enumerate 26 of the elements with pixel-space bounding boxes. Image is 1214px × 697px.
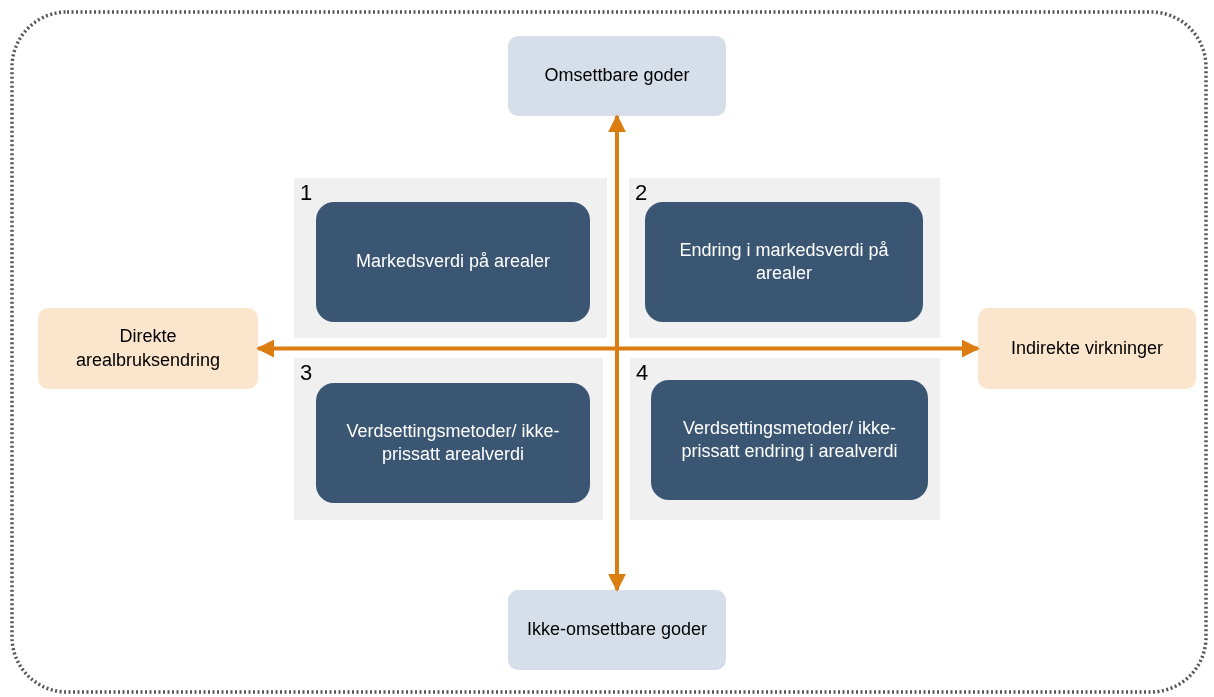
box-label: Endring i markedsverdi på arealer <box>678 238 890 285</box>
box-label: Ikke-omsettbare goder <box>526 618 708 642</box>
quadrant-number: 2 <box>635 180 648 206</box>
quadrant-box <box>316 202 590 322</box>
quadrant-number: 1 <box>300 180 313 206</box>
box-label: Direkte arealbruksendring <box>74 325 222 372</box>
quadrant-number: 3 <box>300 360 313 386</box>
box-label: Omsettbare goder <box>544 64 690 88</box>
box-label: Verdsettingsmetoder/ ikke-prissatt arealverdi <box>345 419 561 466</box>
quadrant-panel <box>629 178 940 338</box>
box-label: Verdsettingsmetoder/ ikke-prissatt endring i arealverdi <box>680 416 899 463</box>
category-box <box>38 308 258 389</box>
box-label: Markedsverdi på arealer <box>355 250 551 274</box>
box-label: Indirekte virkninger <box>1010 336 1164 360</box>
axis-arrow <box>608 114 626 592</box>
quadrant-number: 4 <box>636 360 649 386</box>
category-box <box>508 590 726 670</box>
quadrant-box <box>651 380 928 500</box>
category-box <box>978 308 1196 389</box>
quadrant-box <box>645 202 923 322</box>
quadrant-panel <box>294 358 603 520</box>
axis-arrow <box>256 339 980 358</box>
category-box <box>508 36 726 116</box>
quadrant-panel <box>294 178 607 338</box>
quadrant-box <box>316 383 590 503</box>
quadrant-panel <box>630 358 940 520</box>
